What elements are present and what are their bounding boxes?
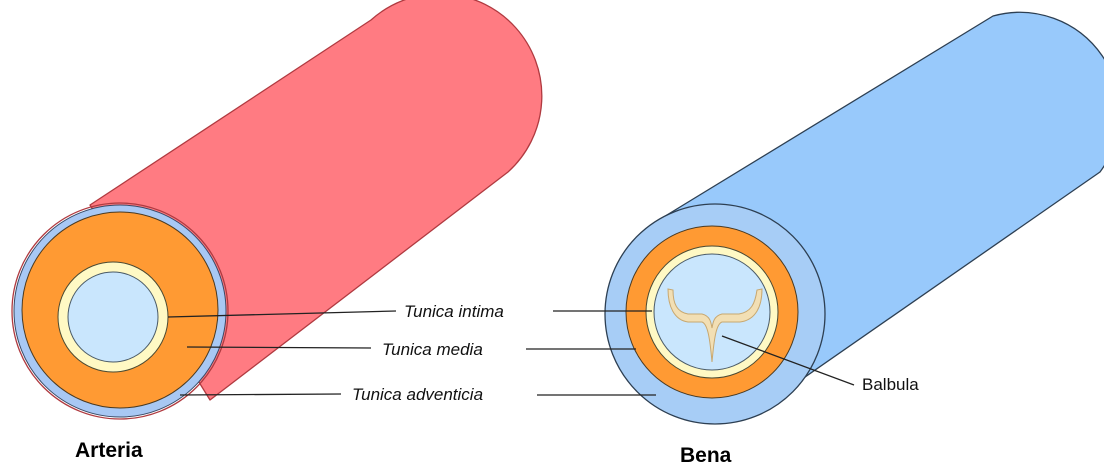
caption-arteria: Arteria <box>75 439 143 462</box>
label-balbula: Balbula <box>862 375 919 394</box>
label-tunica-intima: Tunica intima <box>404 302 504 321</box>
artery-lumen <box>68 272 158 362</box>
leader-adventicia-artery <box>180 394 341 395</box>
vein-illustration <box>605 12 1104 424</box>
label-tunica-media: Tunica media <box>382 340 483 359</box>
label-tunica-adventicia: Tunica adventicia <box>352 385 483 404</box>
caption-bena: Bena <box>680 444 732 466</box>
